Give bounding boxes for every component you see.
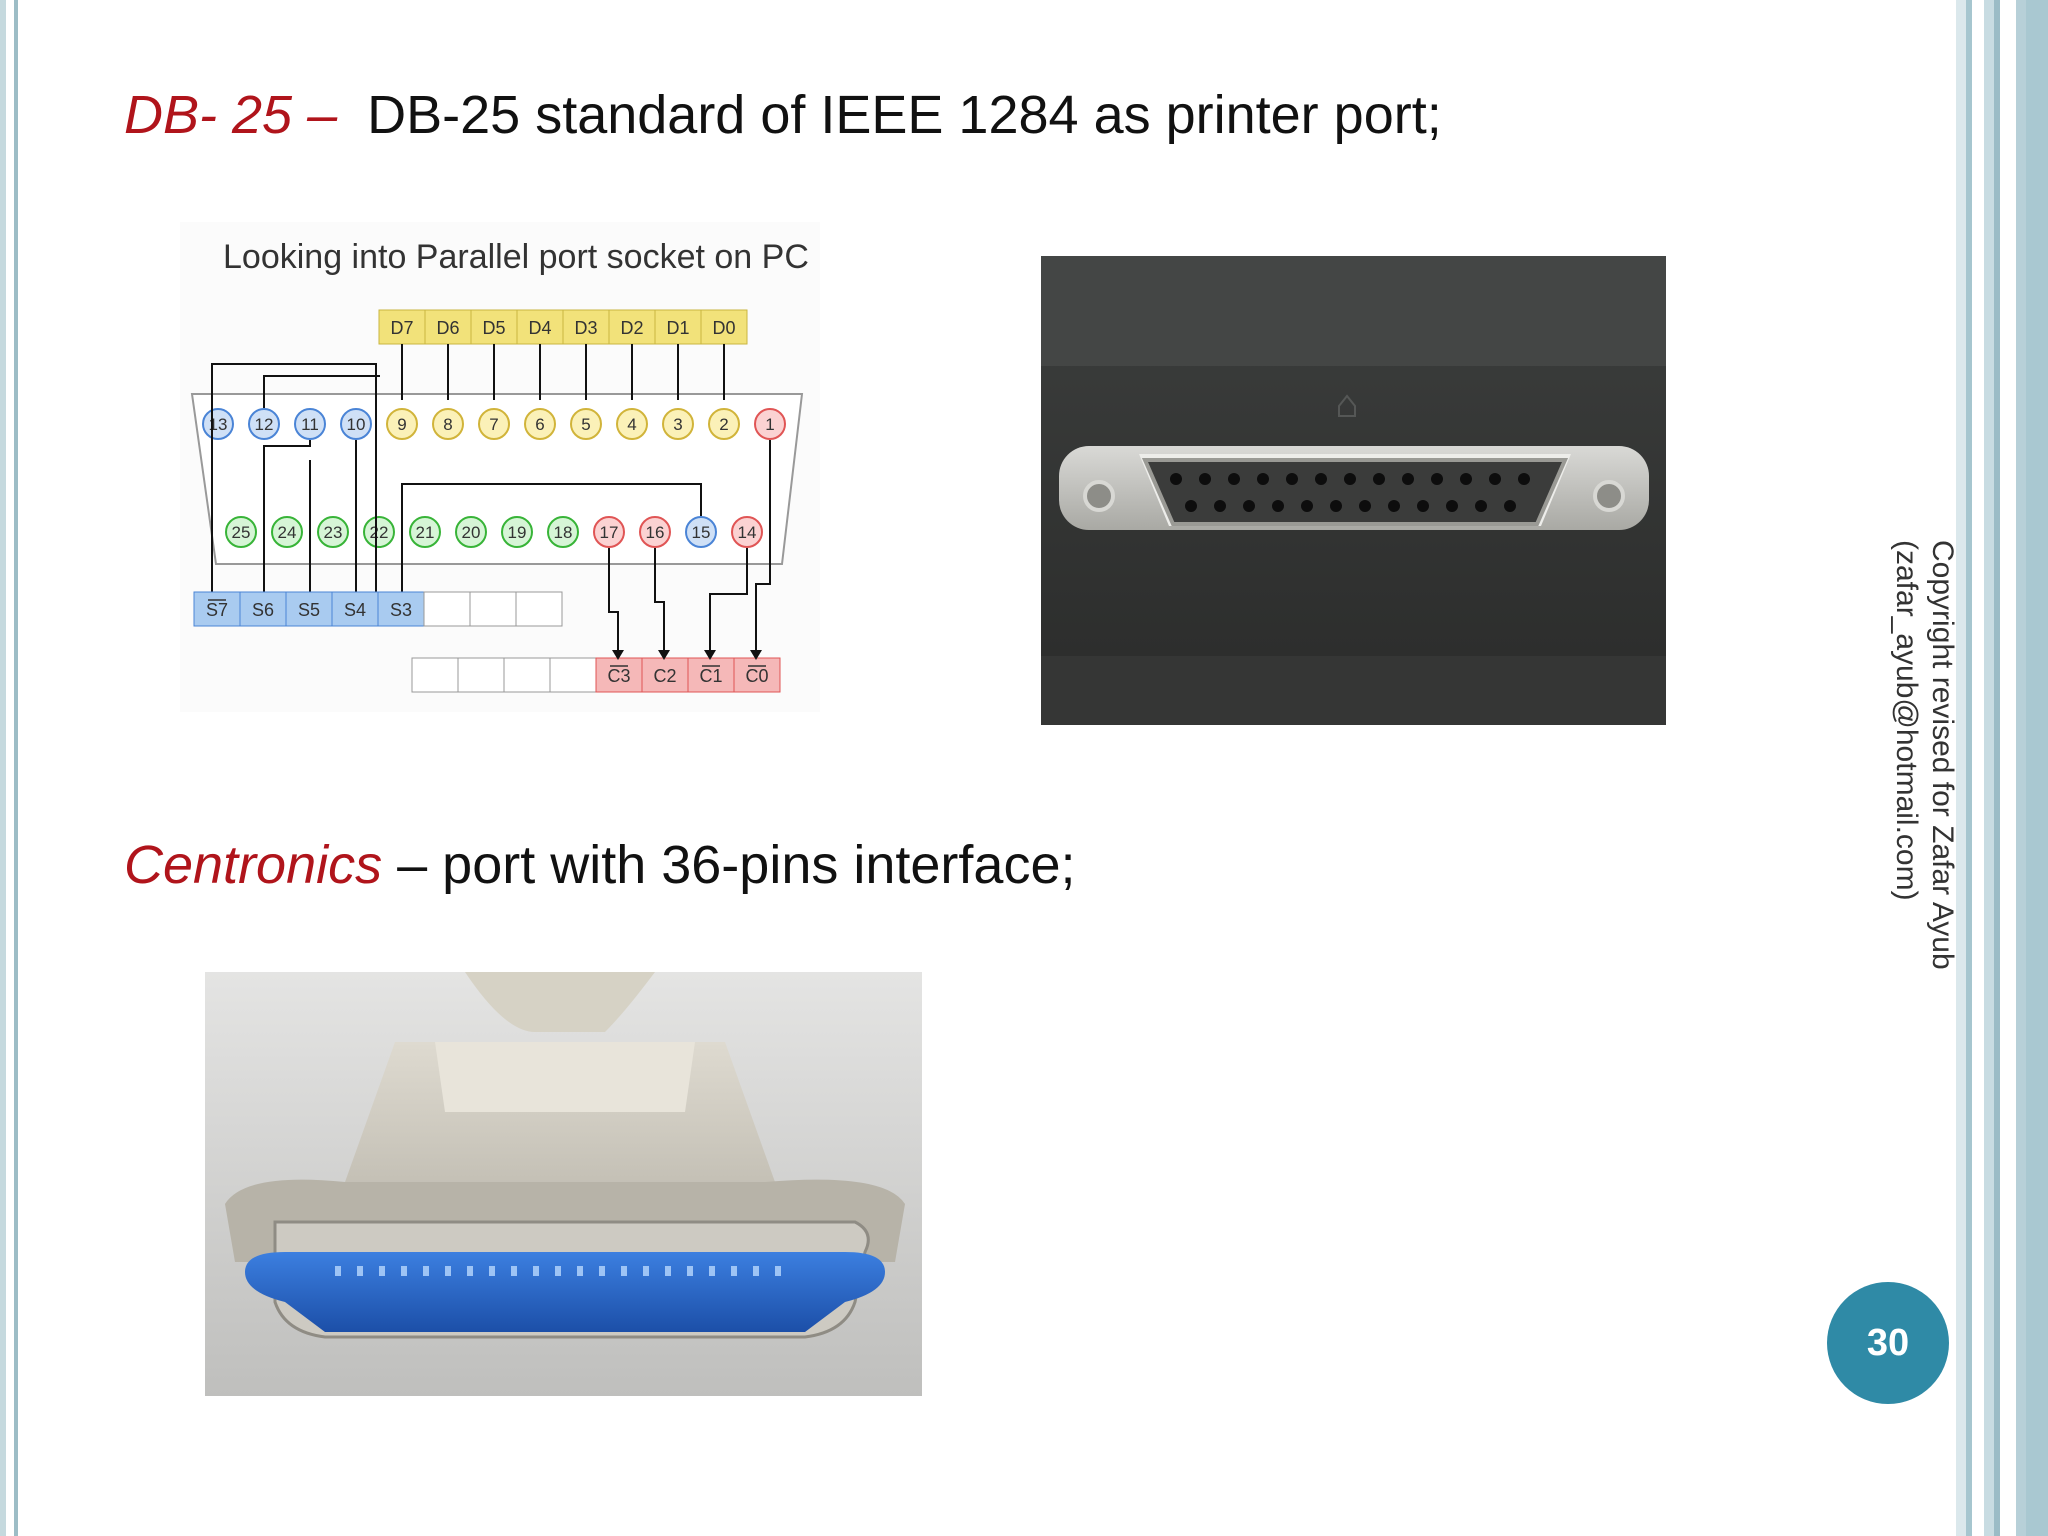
db25-heading: DB- 25 – DB-25 standard of IEEE 1284 as … — [124, 84, 1442, 146]
pin-10: 10 — [347, 415, 366, 434]
label-c1: C1 — [699, 666, 722, 686]
pin-13: 13 — [209, 415, 228, 434]
pin-18: 18 — [554, 523, 573, 542]
pin-21: 21 — [416, 523, 435, 542]
label-c2: C2 — [653, 666, 676, 686]
centronics-term: Centronics — [124, 835, 383, 895]
pin-25: 25 — [232, 523, 251, 542]
pin-17: 17 — [600, 523, 619, 542]
label-s6: S6 — [252, 600, 274, 620]
data-labels: D7 D6 D5 D4 D3 D2 D1 D0 — [378, 309, 748, 345]
pin-15: 15 — [692, 523, 711, 542]
pin-23: 23 — [324, 523, 343, 542]
control-wires — [608, 440, 771, 652]
label-d1: D1 — [666, 318, 689, 338]
label-s4: S4 — [344, 600, 366, 620]
db25-description: DB-25 standard of IEEE 1284 as printer p… — [367, 85, 1442, 145]
page-number-badge: 30 — [1827, 1282, 1949, 1404]
pin-9: 9 — [397, 415, 406, 434]
pin-1: 1 — [765, 415, 774, 434]
label-d7: D7 — [390, 318, 413, 338]
pin-22: 22 — [370, 523, 389, 542]
status-wires — [211, 363, 702, 592]
pin-3: 3 — [673, 415, 682, 434]
status-register: S7 S6 S5 S4 S3 — [193, 591, 563, 627]
label-c3: C3 — [607, 666, 630, 686]
pin-20: 20 — [462, 523, 481, 542]
cable — [465, 972, 655, 1032]
parallel-port-pinout-diagram: Looking into Parallel port socket on PC … — [180, 222, 820, 712]
db25-term: DB- 25 – — [124, 85, 338, 145]
left-border — [0, 0, 6, 1536]
pin-7: 7 — [489, 415, 498, 434]
db25-socket-photo — [1041, 256, 1666, 725]
label-d6: D6 — [436, 318, 459, 338]
pin-19: 19 — [508, 523, 527, 542]
label-s7: S7 — [206, 600, 228, 620]
pin-11: 11 — [301, 415, 319, 434]
copyright-note: Copyright revised for Zafar Ayub (zafar_… — [1890, 540, 1960, 1040]
pin-2: 2 — [719, 415, 728, 434]
pin-8: 8 — [443, 415, 452, 434]
pin-12: 12 — [255, 415, 274, 434]
label-d5: D5 — [482, 318, 505, 338]
pin-24: 24 — [278, 523, 297, 542]
copyright-email: (zafar_ayub@hotmail.com) — [1890, 540, 1923, 901]
right-border — [1956, 0, 2048, 1536]
pin-4: 4 — [627, 415, 636, 434]
control-register: C3 C2 C1 C0 — [411, 657, 781, 693]
printer-port-icon — [1338, 394, 1356, 417]
pin-14: 14 — [738, 523, 757, 542]
label-s3: S3 — [390, 600, 412, 620]
label-d2: D2 — [620, 318, 643, 338]
screw-left — [1083, 480, 1115, 512]
pin-6: 6 — [535, 415, 544, 434]
db25-holes — [1170, 473, 1530, 512]
blue-insert — [245, 1252, 885, 1332]
centronics-description: – port with 36-pins interface; — [397, 835, 1076, 895]
left-border-line — [14, 0, 18, 1536]
label-s5: S5 — [298, 600, 320, 620]
pin-16: 16 — [646, 523, 665, 542]
diagram-title: Looking into Parallel port socket on PC — [223, 238, 809, 276]
screw-right — [1593, 480, 1625, 512]
label-d4: D4 — [528, 318, 551, 338]
label-d3: D3 — [574, 318, 597, 338]
centronics-connector-photo — [205, 972, 922, 1396]
pin-5: 5 — [581, 415, 590, 434]
label-c0: C0 — [745, 666, 768, 686]
copyright-line: Copyright revised for Zafar Ayub — [1926, 540, 1959, 970]
label-d0: D0 — [712, 318, 735, 338]
contact-row — [335, 1266, 781, 1276]
centronics-heading: Centronics – port with 36-pins interface… — [124, 834, 1075, 896]
